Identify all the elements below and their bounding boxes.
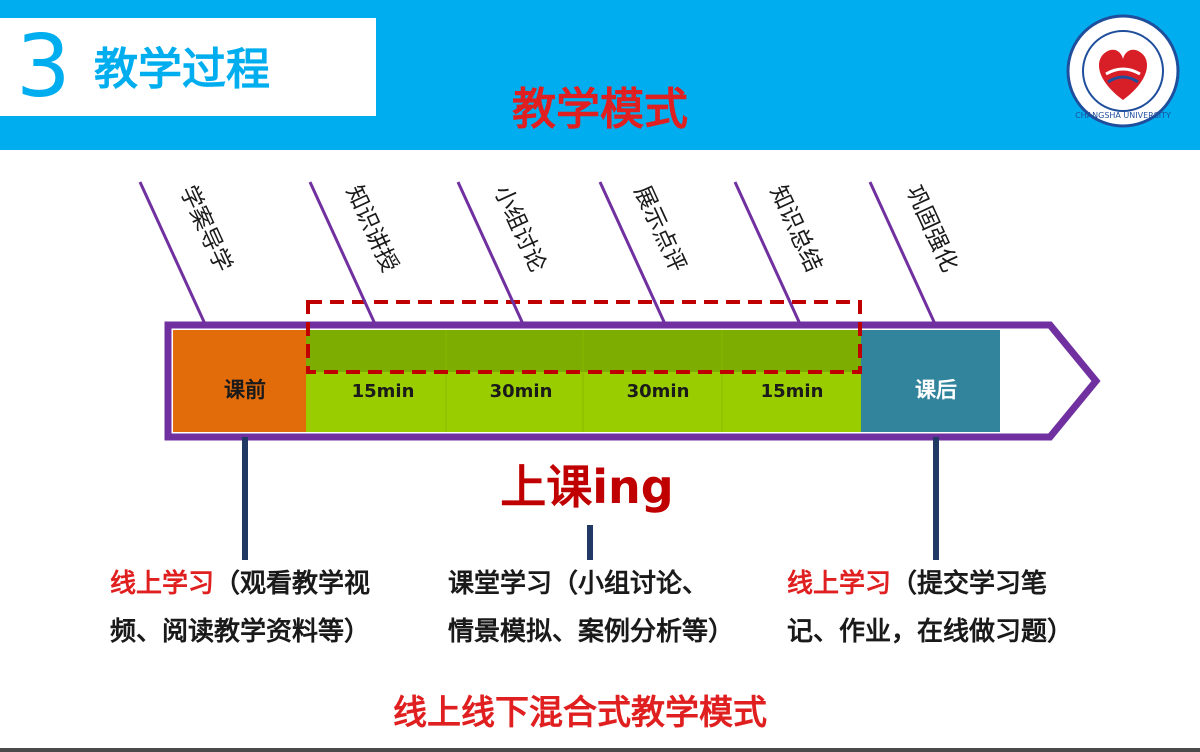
in-class-text-2: 情景模拟、案例分析等） [448, 617, 735, 647]
in-class-highlight-box [306, 300, 862, 374]
step-label: 学案导学 [175, 182, 237, 276]
step-line [138, 181, 207, 325]
post-class-text-1: （提交学习笔 [891, 569, 1048, 599]
in-class-label: 上课ing [500, 460, 673, 514]
step-line [868, 181, 937, 325]
stage-label: 课后 [915, 378, 957, 402]
pre-class-line-1: 线上学习（观看教学视 [110, 560, 410, 608]
step-label: 知识讲授 [341, 182, 403, 276]
bottom-rule [0, 748, 1200, 752]
step-label: 小组讨论 [489, 182, 551, 276]
stage-label: 15min [352, 381, 415, 402]
in-class-text-1: 课堂学习（小组讨论、 [448, 569, 709, 599]
heart-icon [1098, 49, 1148, 100]
step-label: 巩固强化 [901, 182, 963, 276]
university-logo: CHANGSHA UNIVERSITY [1066, 14, 1180, 128]
post-class-line-1: 线上学习（提交学习笔 [787, 560, 1097, 608]
stage-pre-block [173, 330, 306, 432]
post-class-description: 线上学习（提交学习笔 记、作业，在线做习题） [787, 560, 1097, 656]
stage-label: 15min [761, 381, 824, 402]
post-class-highlight: 线上学习 [787, 569, 892, 599]
timeline-diagram: 课前 15min 30min 30min 15min 课后 学案导学 知识讲授 … [138, 181, 1101, 560]
post-class-text-2: 记、作业，在线做习题） [787, 617, 1074, 647]
footer-title: 线上线下混合式教学模式 [393, 693, 767, 733]
section-title-box [0, 18, 376, 116]
pre-class-highlight: 线上学习 [110, 569, 215, 599]
stage-post-block [861, 330, 1000, 432]
main-heading: 教学模式 [512, 84, 688, 135]
pre-class-text-1: （观看教学视 [214, 569, 371, 599]
section-number: 3 [16, 17, 71, 117]
section-title: 教学过程 [94, 44, 270, 95]
step-line [598, 181, 667, 325]
pre-class-text-2: 频、阅读教学资料等） [110, 617, 371, 647]
step-line [456, 181, 525, 325]
step-label: 知识总结 [765, 182, 827, 276]
step-line [733, 181, 802, 325]
logo-text: CHANGSHA UNIVERSITY [1075, 111, 1171, 120]
step-line [308, 181, 377, 325]
stage-label: 课前 [224, 378, 266, 402]
stage-label: 30min [490, 381, 553, 402]
in-class-description: 课堂学习（小组讨论、 情景模拟、案例分析等） [448, 560, 768, 656]
stage-label: 30min [627, 381, 690, 402]
pre-class-description: 线上学习（观看教学视 频、阅读教学资料等） [110, 560, 410, 656]
